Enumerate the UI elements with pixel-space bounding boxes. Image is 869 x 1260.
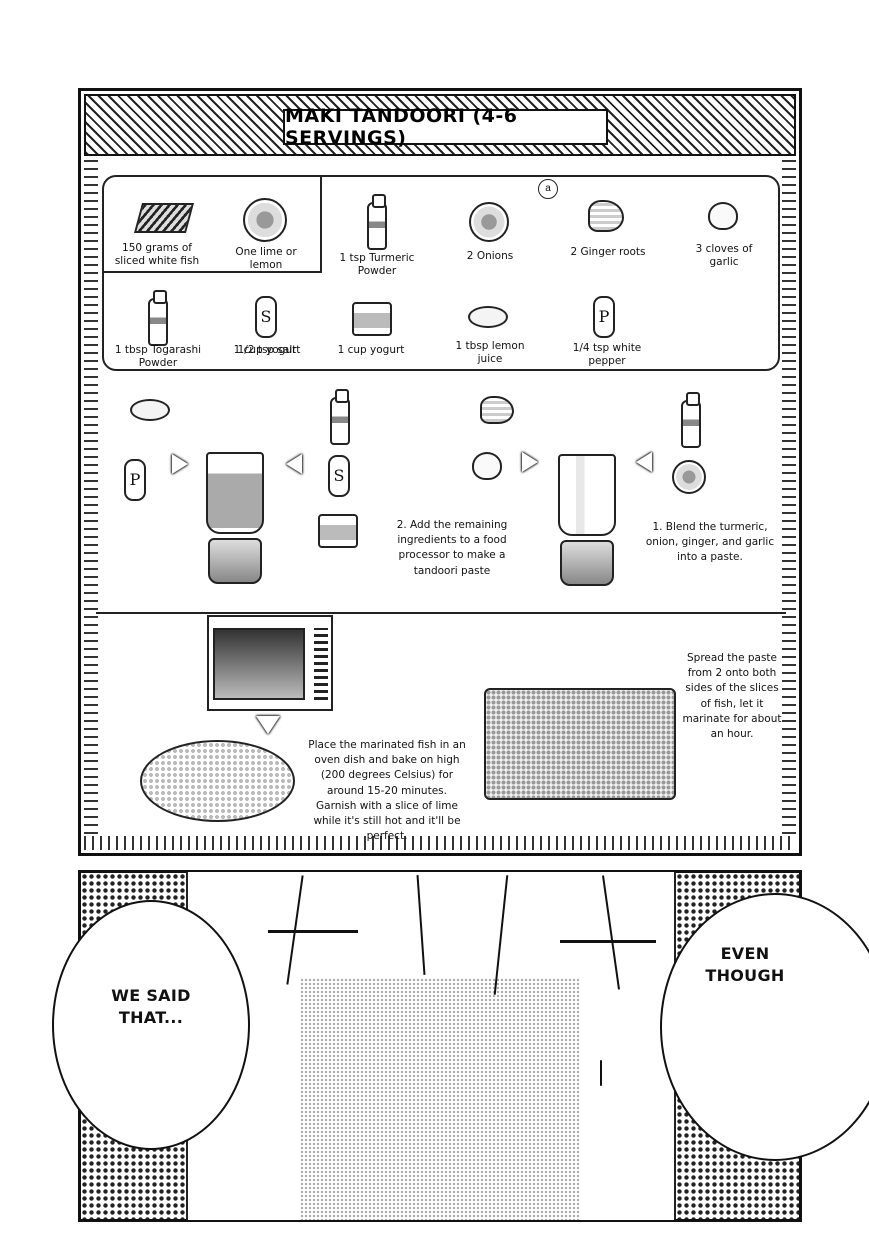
speech-text-left: WE SAID THAT... xyxy=(111,986,191,1027)
lemon-icon xyxy=(130,399,170,421)
ginger-icon xyxy=(588,200,624,232)
lime-icon xyxy=(243,198,287,242)
onion-icon xyxy=(672,460,706,494)
marinating-dish-icon xyxy=(484,688,676,800)
togarashi-bottle-icon xyxy=(148,290,168,346)
ingredient-label: 2 Ginger roots xyxy=(570,246,646,258)
character-face-shading xyxy=(300,978,580,1220)
closed-eye-left-icon xyxy=(268,930,358,933)
closed-eye-right-icon xyxy=(560,940,656,943)
yogurt-tub-icon xyxy=(318,514,358,548)
ingredient-list-box xyxy=(102,175,780,371)
oven-window-icon xyxy=(213,628,305,700)
arrow-right-icon xyxy=(522,452,538,472)
ornamental-border-left xyxy=(84,156,98,850)
garlic-icon xyxy=(472,452,502,480)
garlic-icon xyxy=(708,202,738,230)
arrow-left-icon xyxy=(286,454,302,474)
ginger-icon xyxy=(480,396,514,424)
lemon-icon xyxy=(468,306,508,328)
pepper-shaker-icon: P xyxy=(593,296,615,338)
plated-fish-icon xyxy=(140,740,295,822)
speech-text-right: EVEN THOUGH xyxy=(705,944,785,985)
ingredient-divider-vertical xyxy=(320,175,322,271)
speech-bubble-left xyxy=(52,900,250,1150)
turmeric-bottle-icon xyxy=(367,194,387,250)
speech-bubble-right xyxy=(660,893,869,1161)
ingredient-label: 3 cloves of garlic xyxy=(695,243,753,269)
step-4-text: Place the marinated fish in an oven dish… xyxy=(308,739,466,843)
onion-icon xyxy=(469,202,509,242)
recipe-title: MAKI TANDOORI (4-6 SERVINGS) xyxy=(285,105,518,149)
fish-icon xyxy=(133,203,195,233)
salt-shaker-icon: S xyxy=(255,296,277,338)
ingredient-label: 1/2 tsp salt xyxy=(237,344,297,356)
ingredient-label: 1 tsp Turmeric Powder xyxy=(339,252,415,278)
yogurt-tub-icon xyxy=(352,302,392,336)
marker-label: a xyxy=(538,179,558,199)
ornamental-border-bottom xyxy=(84,836,796,850)
ornamental-border-right xyxy=(782,156,796,850)
sweat-drop-icon xyxy=(600,1060,602,1086)
blender-base-icon xyxy=(560,540,614,586)
recipe-title-plate: MAKI TANDOORI (4-6 SERVINGS) xyxy=(283,105,608,149)
step-3-text: Spread the paste from 2 onto both sides … xyxy=(682,652,782,741)
ingredient-label: 1 cup yogurt xyxy=(233,344,301,356)
step-divider xyxy=(96,612,786,614)
step-1-text: 1. Blend the turmeric, onion, ginger, an… xyxy=(645,521,775,564)
togarashi-bottle-icon xyxy=(330,389,350,445)
ingredient-divider-horizontal xyxy=(102,271,322,273)
turmeric-bottle-icon xyxy=(681,392,701,448)
blender-icon xyxy=(558,454,616,536)
pepper-shaker-icon: P xyxy=(124,459,146,501)
ingredient-label: 150 grams of sliced white fish xyxy=(114,242,200,268)
blender-icon xyxy=(206,452,264,534)
blender-base-icon xyxy=(208,538,262,584)
ingredient-label: 1 cup yogurt xyxy=(337,344,405,356)
ingredient-label: One lime or lemon xyxy=(235,246,297,272)
salt-shaker-icon: S xyxy=(328,455,350,497)
oven-control-panel-icon xyxy=(314,628,328,700)
ingredient-label: 1 tbsp Togarashi Powder xyxy=(114,344,202,370)
ingredient-label: 1 tbsp lemon juice xyxy=(455,340,525,366)
ingredient-label: 1/4 tsp white pepper xyxy=(572,342,642,368)
arrow-left-icon xyxy=(636,452,652,472)
arrow-right-icon xyxy=(172,454,188,474)
step-2-text: 2. Add the remaining ingredients to a fo… xyxy=(396,519,508,577)
arrow-down-icon xyxy=(256,716,280,734)
ingredient-label: 2 Onions xyxy=(466,250,514,262)
